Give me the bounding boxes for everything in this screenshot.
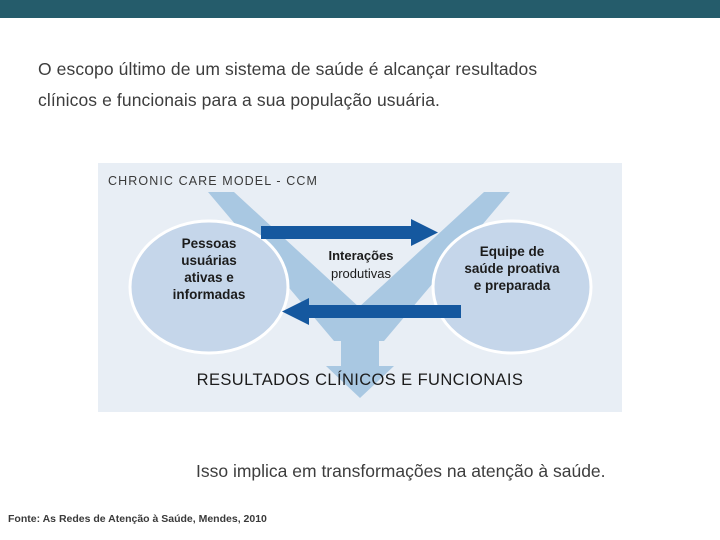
node-label-left-line-4: informadas	[172, 287, 246, 302]
node-label-center-line-1: Interações	[328, 248, 394, 263]
node-label-center-line-2: produtivas	[331, 266, 391, 281]
node-label-right: Equipe de saúde proativa e preparada	[434, 243, 590, 294]
node-label-left: Pessoas usuárias ativas e informadas	[134, 235, 284, 303]
node-ellipse-left	[128, 219, 290, 355]
node-label-right-line-1: Equipe de	[479, 244, 545, 259]
node-label-center: Interações produtivas	[296, 247, 426, 283]
intro-line-1: O escopo último de um sistema de saúde é…	[38, 59, 538, 79]
node-label-right-line-2: saúde proativa	[464, 261, 560, 276]
node-label-left-line-1: Pessoas	[181, 236, 237, 251]
y-arrow-head	[326, 366, 394, 398]
ccm-diagram-panel: CHRONIC CARE MODEL - CCM Pessoas	[98, 163, 622, 412]
closing-statement: Isso implica em transformações na atençã…	[196, 461, 606, 481]
ccm-diagram-graphic	[128, 192, 593, 398]
node-label-right-line-3: e preparada	[473, 278, 551, 293]
diagram-outcome-label: RESULTADOS CLÍNICOS E FUNCIONAIS	[196, 371, 524, 389]
diagram-title: CHRONIC CARE MODEL - CCM	[108, 174, 318, 188]
node-ellipse-right	[431, 219, 593, 355]
arrow-left-to-right	[261, 219, 438, 246]
node-label-left-line-3: ativas e	[184, 270, 234, 285]
y-arrow-stem	[341, 313, 379, 375]
arrow-right-to-left	[282, 298, 461, 325]
node-label-left-line-2: usuárias	[181, 253, 237, 268]
intro-line-2: clínicos e funcionais para a sua populaç…	[38, 90, 441, 110]
source-note: Fonte: As Redes de Atenção à Saúde, Mend…	[8, 513, 267, 525]
top-accent-bar	[0, 0, 720, 18]
intro-paragraph: O escopo último de um sistema de saúde é…	[38, 54, 686, 116]
